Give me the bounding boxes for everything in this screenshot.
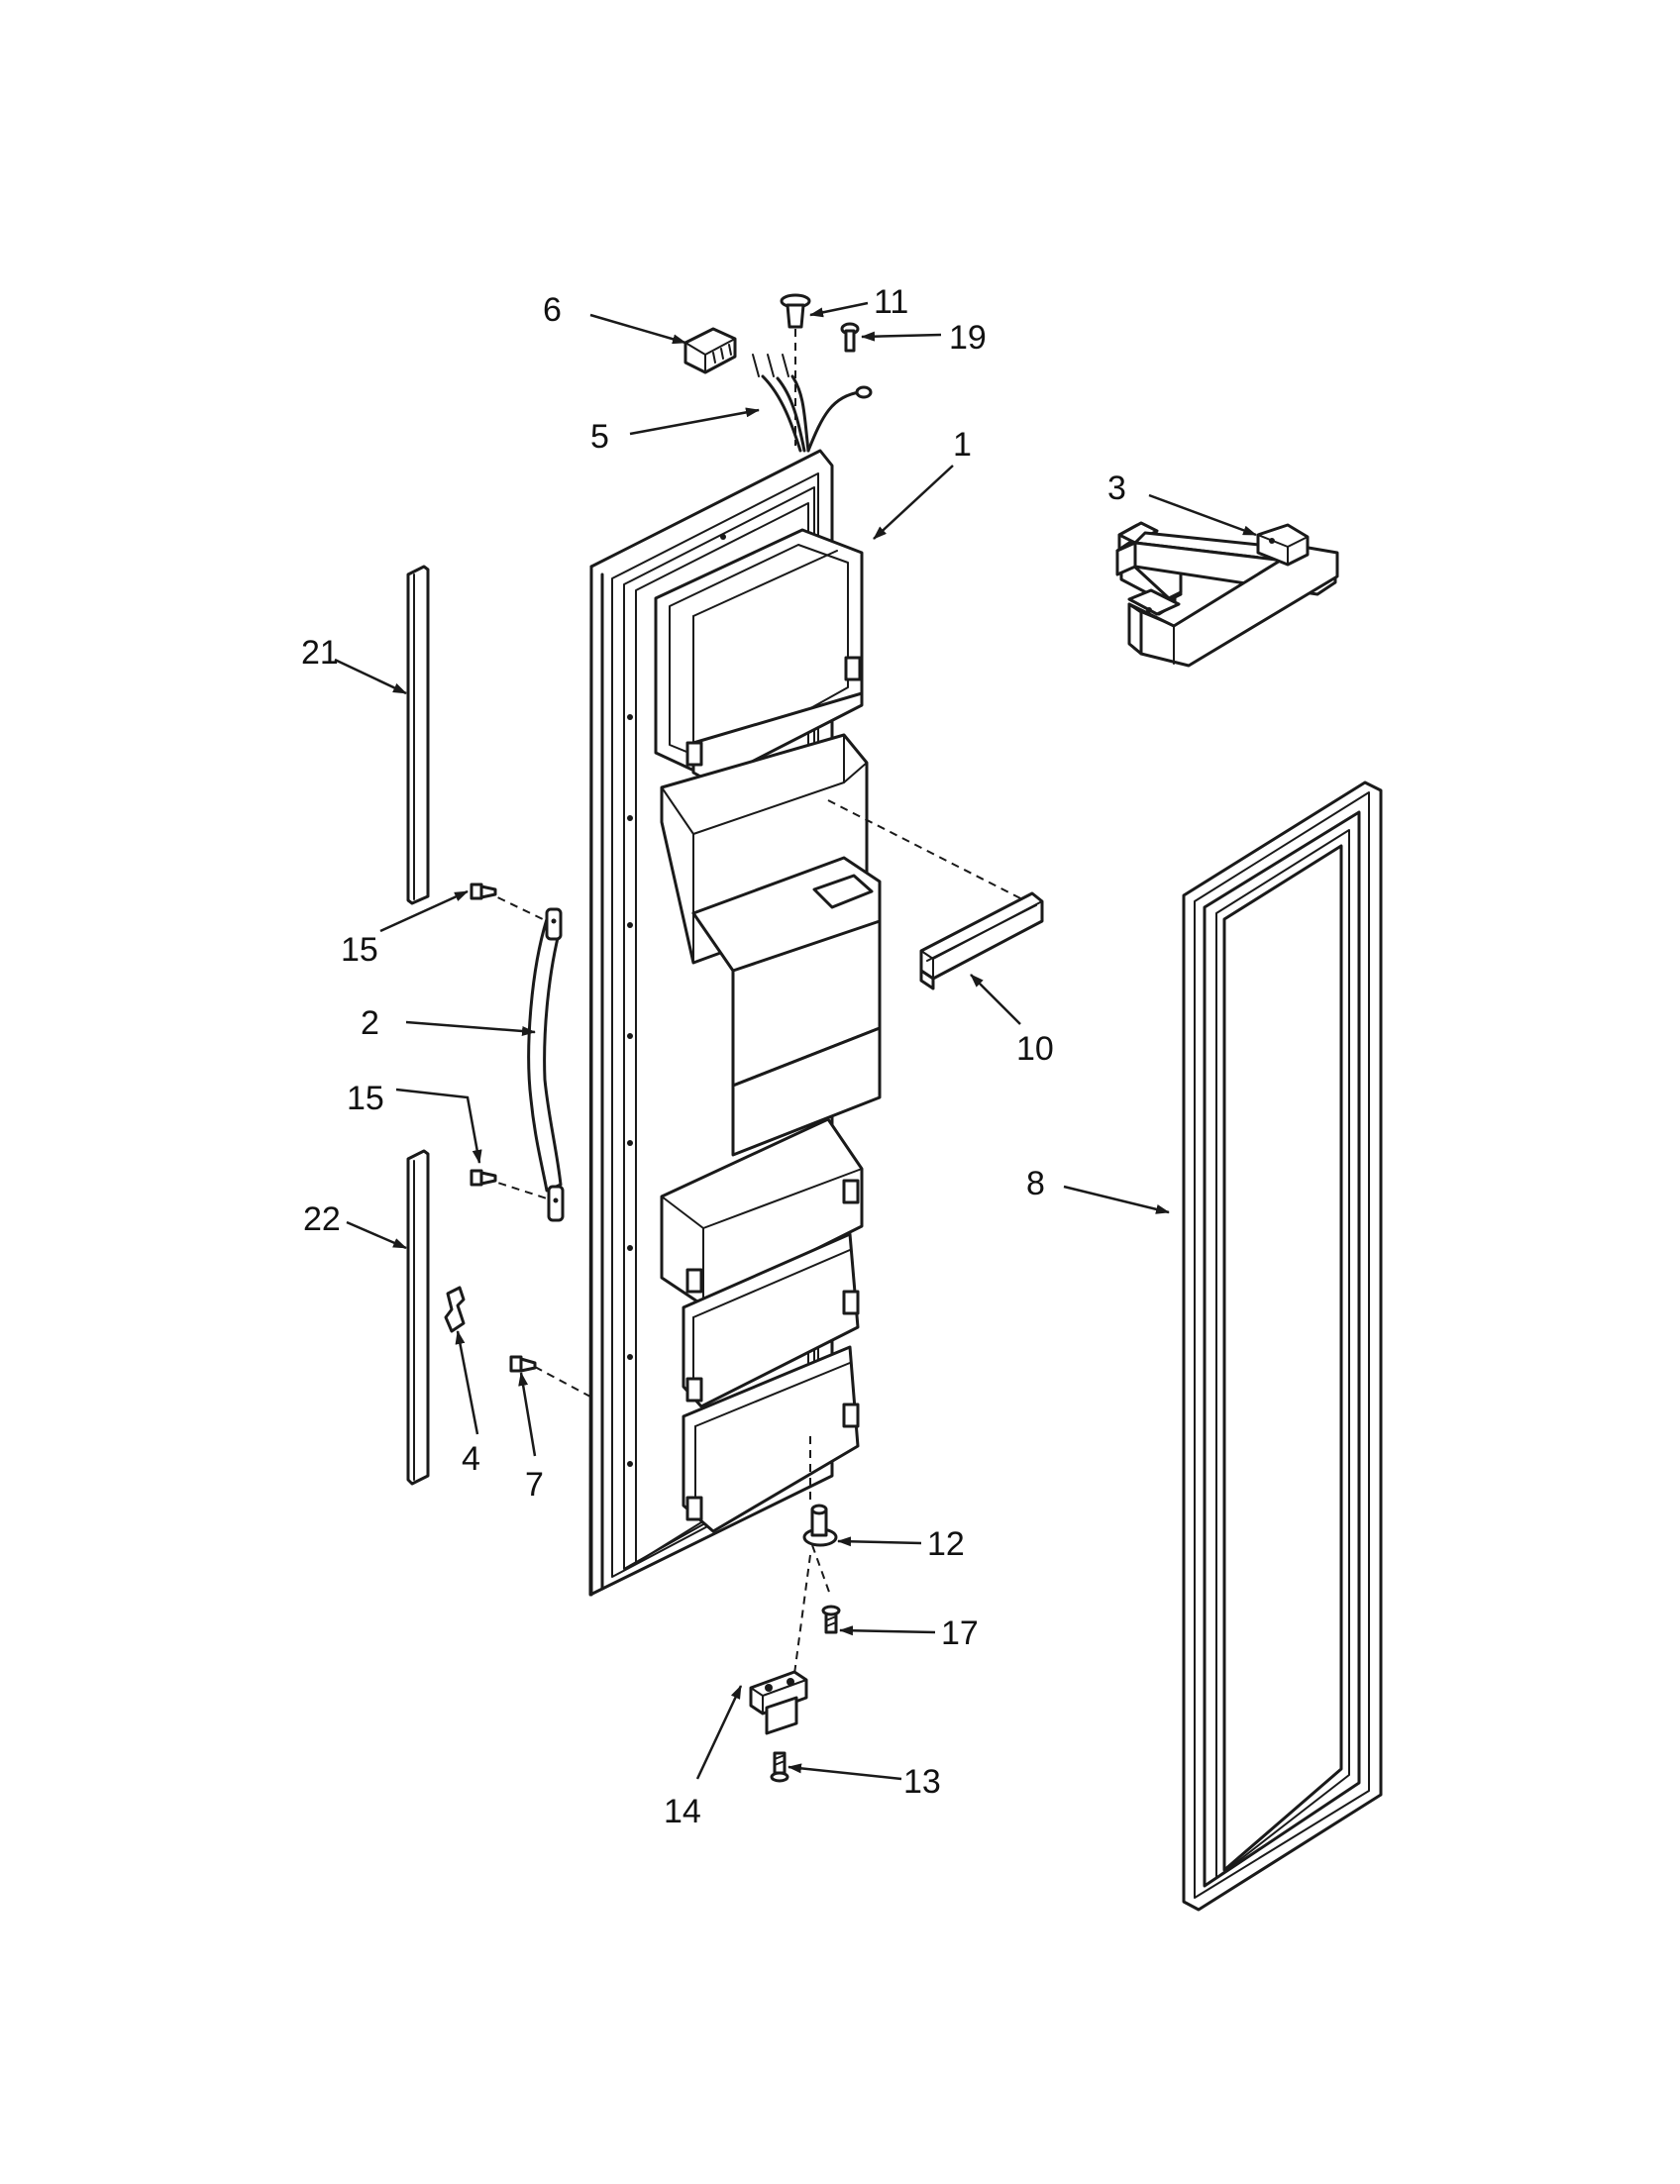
top-door-bin: [654, 528, 864, 784]
door-handle-2: [484, 890, 565, 1222]
door-panel: [588, 449, 882, 1597]
door-shelf-3-main: [1127, 523, 1339, 668]
callout-2: 2: [361, 1004, 379, 1042]
callout-14: 14: [664, 1793, 701, 1830]
screw-15-upper: [470, 883, 497, 900]
callout-8: 8: [1026, 1165, 1045, 1202]
screw-19: [840, 322, 860, 353]
callout-13: 13: [903, 1763, 941, 1801]
callout-labels: 1 2 3 4 5 6 7 8 10 11 12 13 14 15 15 17 …: [301, 283, 1126, 1830]
door-gasket-8: [1182, 780, 1383, 1912]
trim-strip-22: [406, 1149, 430, 1486]
light-socket-11: [780, 293, 811, 446]
callout-21: 21: [301, 634, 339, 672]
screw-13: [770, 1751, 789, 1783]
callout-15-lower: 15: [347, 1080, 384, 1117]
clip-4: [444, 1286, 466, 1333]
callout-12: 12: [927, 1525, 965, 1563]
lower-door-bin-2: [682, 1345, 860, 1533]
leader-lines: [334, 301, 1257, 1781]
callout-6: 6: [543, 291, 562, 329]
callout-4: 4: [462, 1440, 480, 1478]
dispenser-trim-10: [827, 799, 1044, 990]
edge-screw-dots: [627, 534, 726, 1467]
callout-1: 1: [953, 426, 972, 464]
wire-harness: [752, 354, 873, 453]
lower-door-bin-1: [682, 1232, 860, 1408]
connector-6: [683, 327, 737, 374]
callout-17: 17: [941, 1614, 979, 1652]
screw-7: [509, 1355, 591, 1398]
callout-22: 22: [303, 1200, 341, 1238]
callout-10: 10: [1016, 1030, 1054, 1068]
callout-7: 7: [525, 1466, 544, 1504]
hinge-bracket-14: [749, 1554, 811, 1735]
hinge-pin-12: [802, 1436, 838, 1547]
callout-11: 11: [874, 283, 908, 321]
screw-17: [811, 1544, 841, 1634]
dispenser-housing: [660, 733, 882, 1157]
callout-5: 5: [590, 418, 609, 456]
screw-15-lower: [470, 1169, 497, 1187]
callout-19: 19: [949, 319, 987, 357]
trim-strip-21: [406, 565, 430, 905]
middle-door-bin: [660, 1117, 864, 1307]
callout-15-upper: 15: [341, 931, 378, 969]
callout-3: 3: [1107, 469, 1126, 507]
